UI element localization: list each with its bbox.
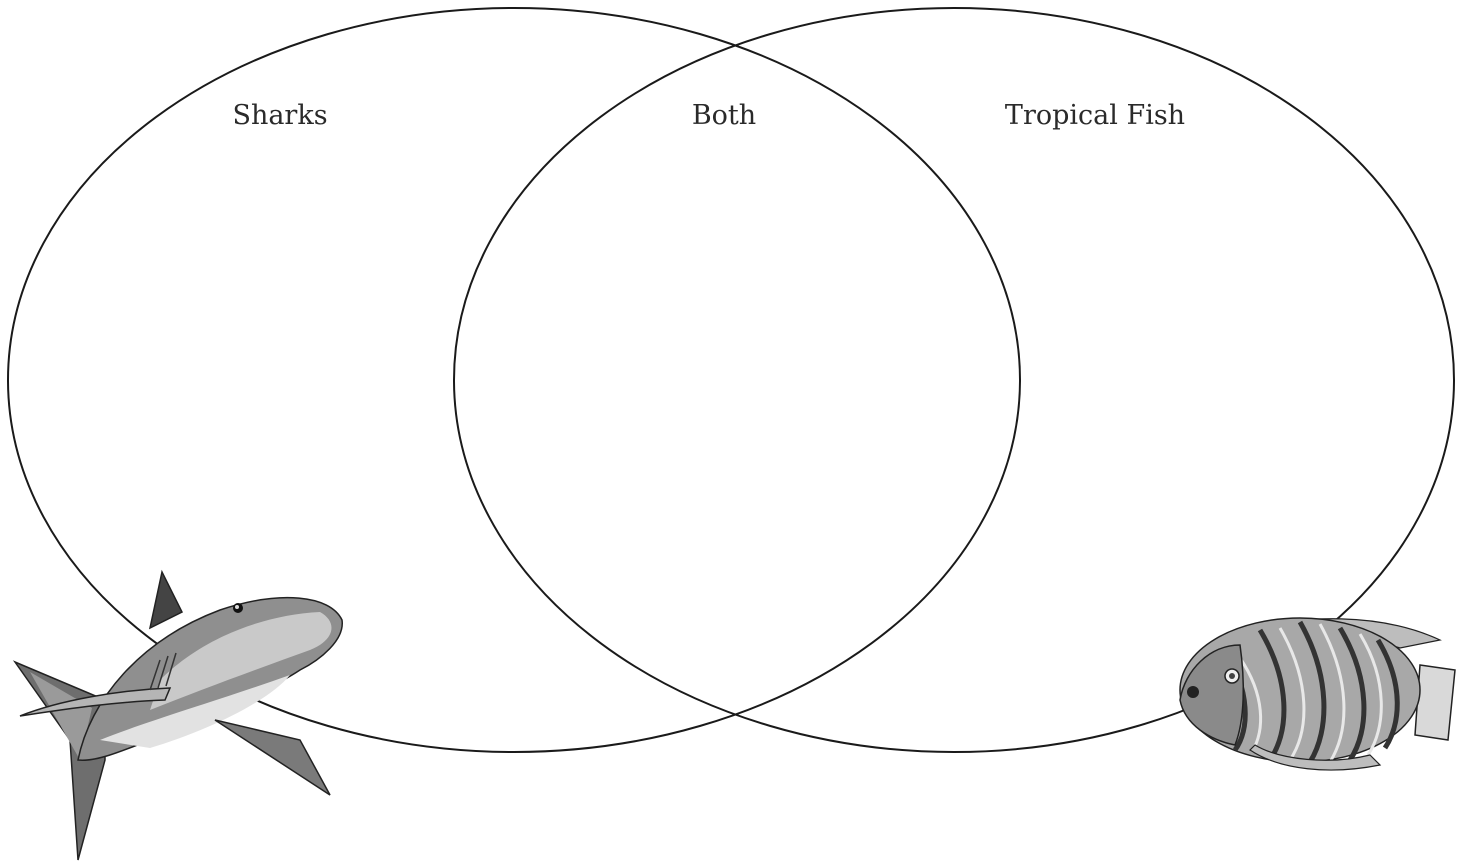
circle-sharks [8, 8, 1020, 752]
label-tropical-fish: Tropical Fish [1005, 102, 1185, 129]
label-sharks: Sharks [232, 102, 327, 129]
tropical-fish-illustration [1180, 618, 1455, 770]
shark-illustration [15, 572, 342, 860]
label-both: Both [692, 102, 756, 129]
